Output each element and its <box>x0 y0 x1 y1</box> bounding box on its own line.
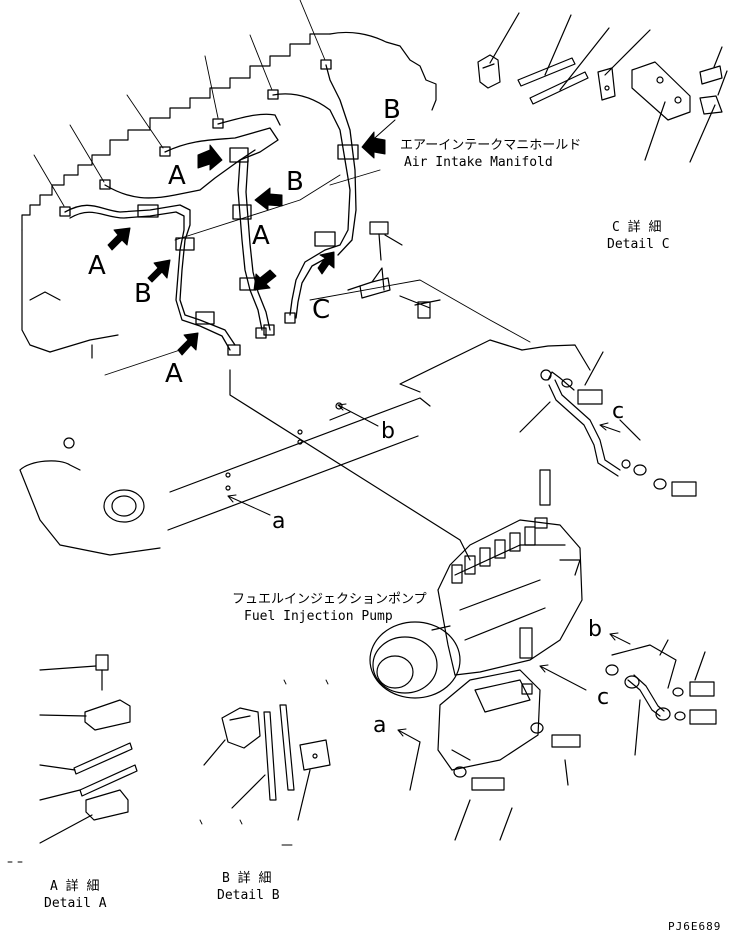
detail-b-label-en: Detail B <box>217 888 280 903</box>
callout-c: c <box>612 399 625 424</box>
callout-B: B <box>383 95 401 125</box>
callout-A: A <box>165 359 183 389</box>
callout-A: A <box>252 221 270 251</box>
drawing-code: PJ6E689 <box>668 920 722 933</box>
leader-lines <box>33 0 531 376</box>
callout-c: c <box>597 685 610 710</box>
callout-C: C <box>312 295 331 325</box>
callout-A: A <box>88 251 106 281</box>
injection-pipes <box>59 59 359 356</box>
arrows <box>107 131 386 356</box>
detail-a-label-en: Detail A <box>44 896 107 911</box>
detail-c-label-jp: C 詳 細 <box>612 220 662 235</box>
detail-b-label-jp: B 詳 細 <box>222 871 272 886</box>
fuel-pump-label-jp: フュエルインジェクションポンプ <box>232 592 427 607</box>
air-intake-label-en: Air Intake Manifold <box>404 155 553 170</box>
detail-a-parts <box>39 654 138 844</box>
callout-B: B <box>286 167 304 197</box>
callout-a: a <box>272 509 286 534</box>
engine-block <box>19 31 437 556</box>
small-arrows <box>227 119 631 743</box>
callout-A: A <box>168 161 186 191</box>
detail-c-label-en: Detail C <box>607 237 670 252</box>
callout-b: b <box>588 617 602 642</box>
detail-a-label-jp: A 詳 細 <box>50 879 100 894</box>
fuel-pump-label-en: Fuel Injection Pump <box>244 609 393 624</box>
bracket-c <box>347 221 441 319</box>
fuel-injection-pump <box>229 369 583 841</box>
callout-b: b <box>381 419 395 444</box>
detail-b-parts <box>203 704 331 821</box>
overflow-pipe <box>399 339 697 497</box>
detail-c-parts <box>477 12 728 163</box>
small-ticks <box>7 679 329 863</box>
air-intake-label-jp: エアーインテークマニホールド <box>400 138 582 153</box>
callout-a: a <box>373 713 387 738</box>
return-pipe <box>605 639 717 756</box>
callout-B: B <box>134 279 152 309</box>
